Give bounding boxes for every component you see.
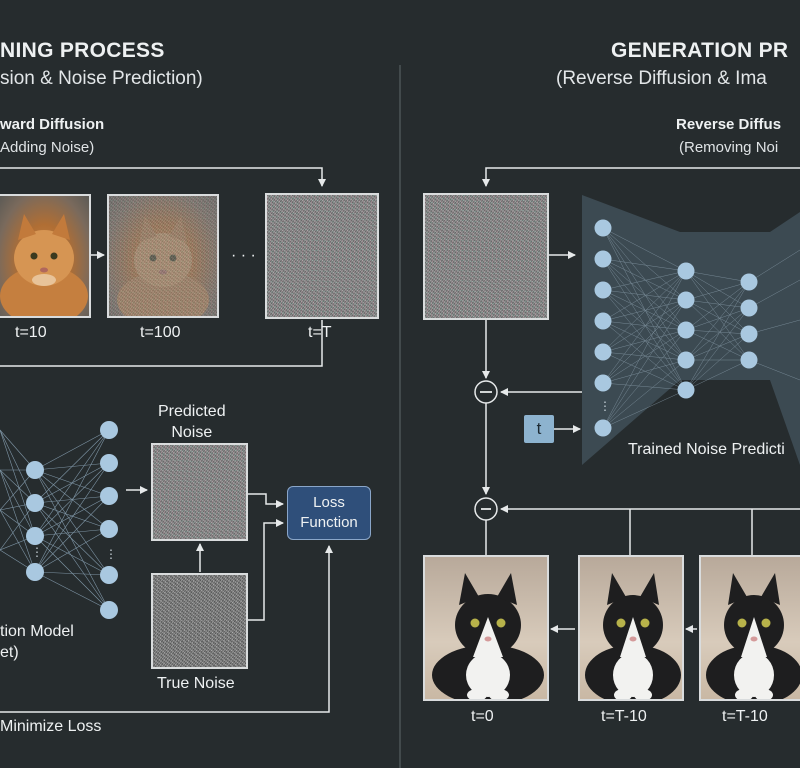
timestep-box: t	[524, 415, 554, 443]
orange-cat-image	[0, 214, 88, 316]
arrow-top-to-tT	[0, 167, 326, 187]
tuxedo-cat-image-tT10-b	[699, 555, 800, 701]
tuxedo-cat-image-t0	[423, 555, 549, 701]
training-title: NING PROCESS	[0, 39, 165, 62]
minimize-loss-line	[0, 545, 333, 713]
left-network-dots-2: ⋮	[105, 547, 117, 561]
label-t100: t=100	[140, 324, 181, 341]
right-network-dots: ⋮	[599, 399, 611, 413]
arrow-top-to-noise	[482, 167, 800, 187]
reverse-diffusion-subtitle: (Removing Noi	[679, 139, 779, 156]
predicted-noise-label: Predicted Noise	[158, 403, 226, 441]
true-noise-label: True Noise	[157, 675, 235, 692]
left-network-dots: ⋮	[31, 545, 43, 559]
trained-noise-predictor-label: Trained Noise Predicti	[628, 441, 785, 458]
reverse-diffusion-title: Reverse Diffus	[676, 116, 782, 133]
label-gen-tT10-a: t=T-10	[601, 708, 647, 725]
line-tT-return	[0, 320, 323, 367]
arrow-true-to-loss	[248, 519, 284, 621]
training-subtitle: sion & Noise Prediction)	[0, 68, 203, 89]
noise-image-tT	[265, 193, 379, 319]
pure-noise-image	[423, 193, 549, 320]
left-network-nodes	[26, 421, 118, 619]
forward-diffusion-subtitle: Adding Noise)	[0, 139, 95, 156]
left-neural-network	[0, 429, 110, 611]
true-noise-image	[151, 573, 248, 669]
label-gen-t0: t=0	[471, 708, 494, 725]
generation-title: GENERATION PR	[611, 39, 789, 62]
right-network-nodes	[594, 219, 758, 437]
orange-cat-image-t10	[0, 194, 91, 318]
loss-function-box: Loss Function	[287, 486, 371, 540]
forward-ellipsis: · · ·	[231, 247, 256, 264]
orange-cat-noisy-t100	[107, 194, 219, 318]
minimize-loss-label: Minimize Loss	[0, 718, 102, 735]
right-neural-network	[602, 227, 800, 429]
loss-function-label: Loss Function	[300, 494, 358, 531]
generation-subtitle: (Reverse Diffusion & Ima	[556, 68, 767, 89]
arrow-predicted-to-loss	[248, 493, 284, 508]
label-tT: t=T	[308, 324, 332, 341]
noise-prediction-model-label: tion Model et)	[0, 623, 74, 661]
tuxedo-cat-image-tT10-a	[578, 555, 684, 701]
label-t10: t=10	[15, 324, 47, 341]
predicted-noise-image	[151, 443, 248, 541]
label-gen-tT10-b: t=T-10	[722, 708, 768, 725]
forward-diffusion-title: ward Diffusion	[0, 116, 105, 133]
